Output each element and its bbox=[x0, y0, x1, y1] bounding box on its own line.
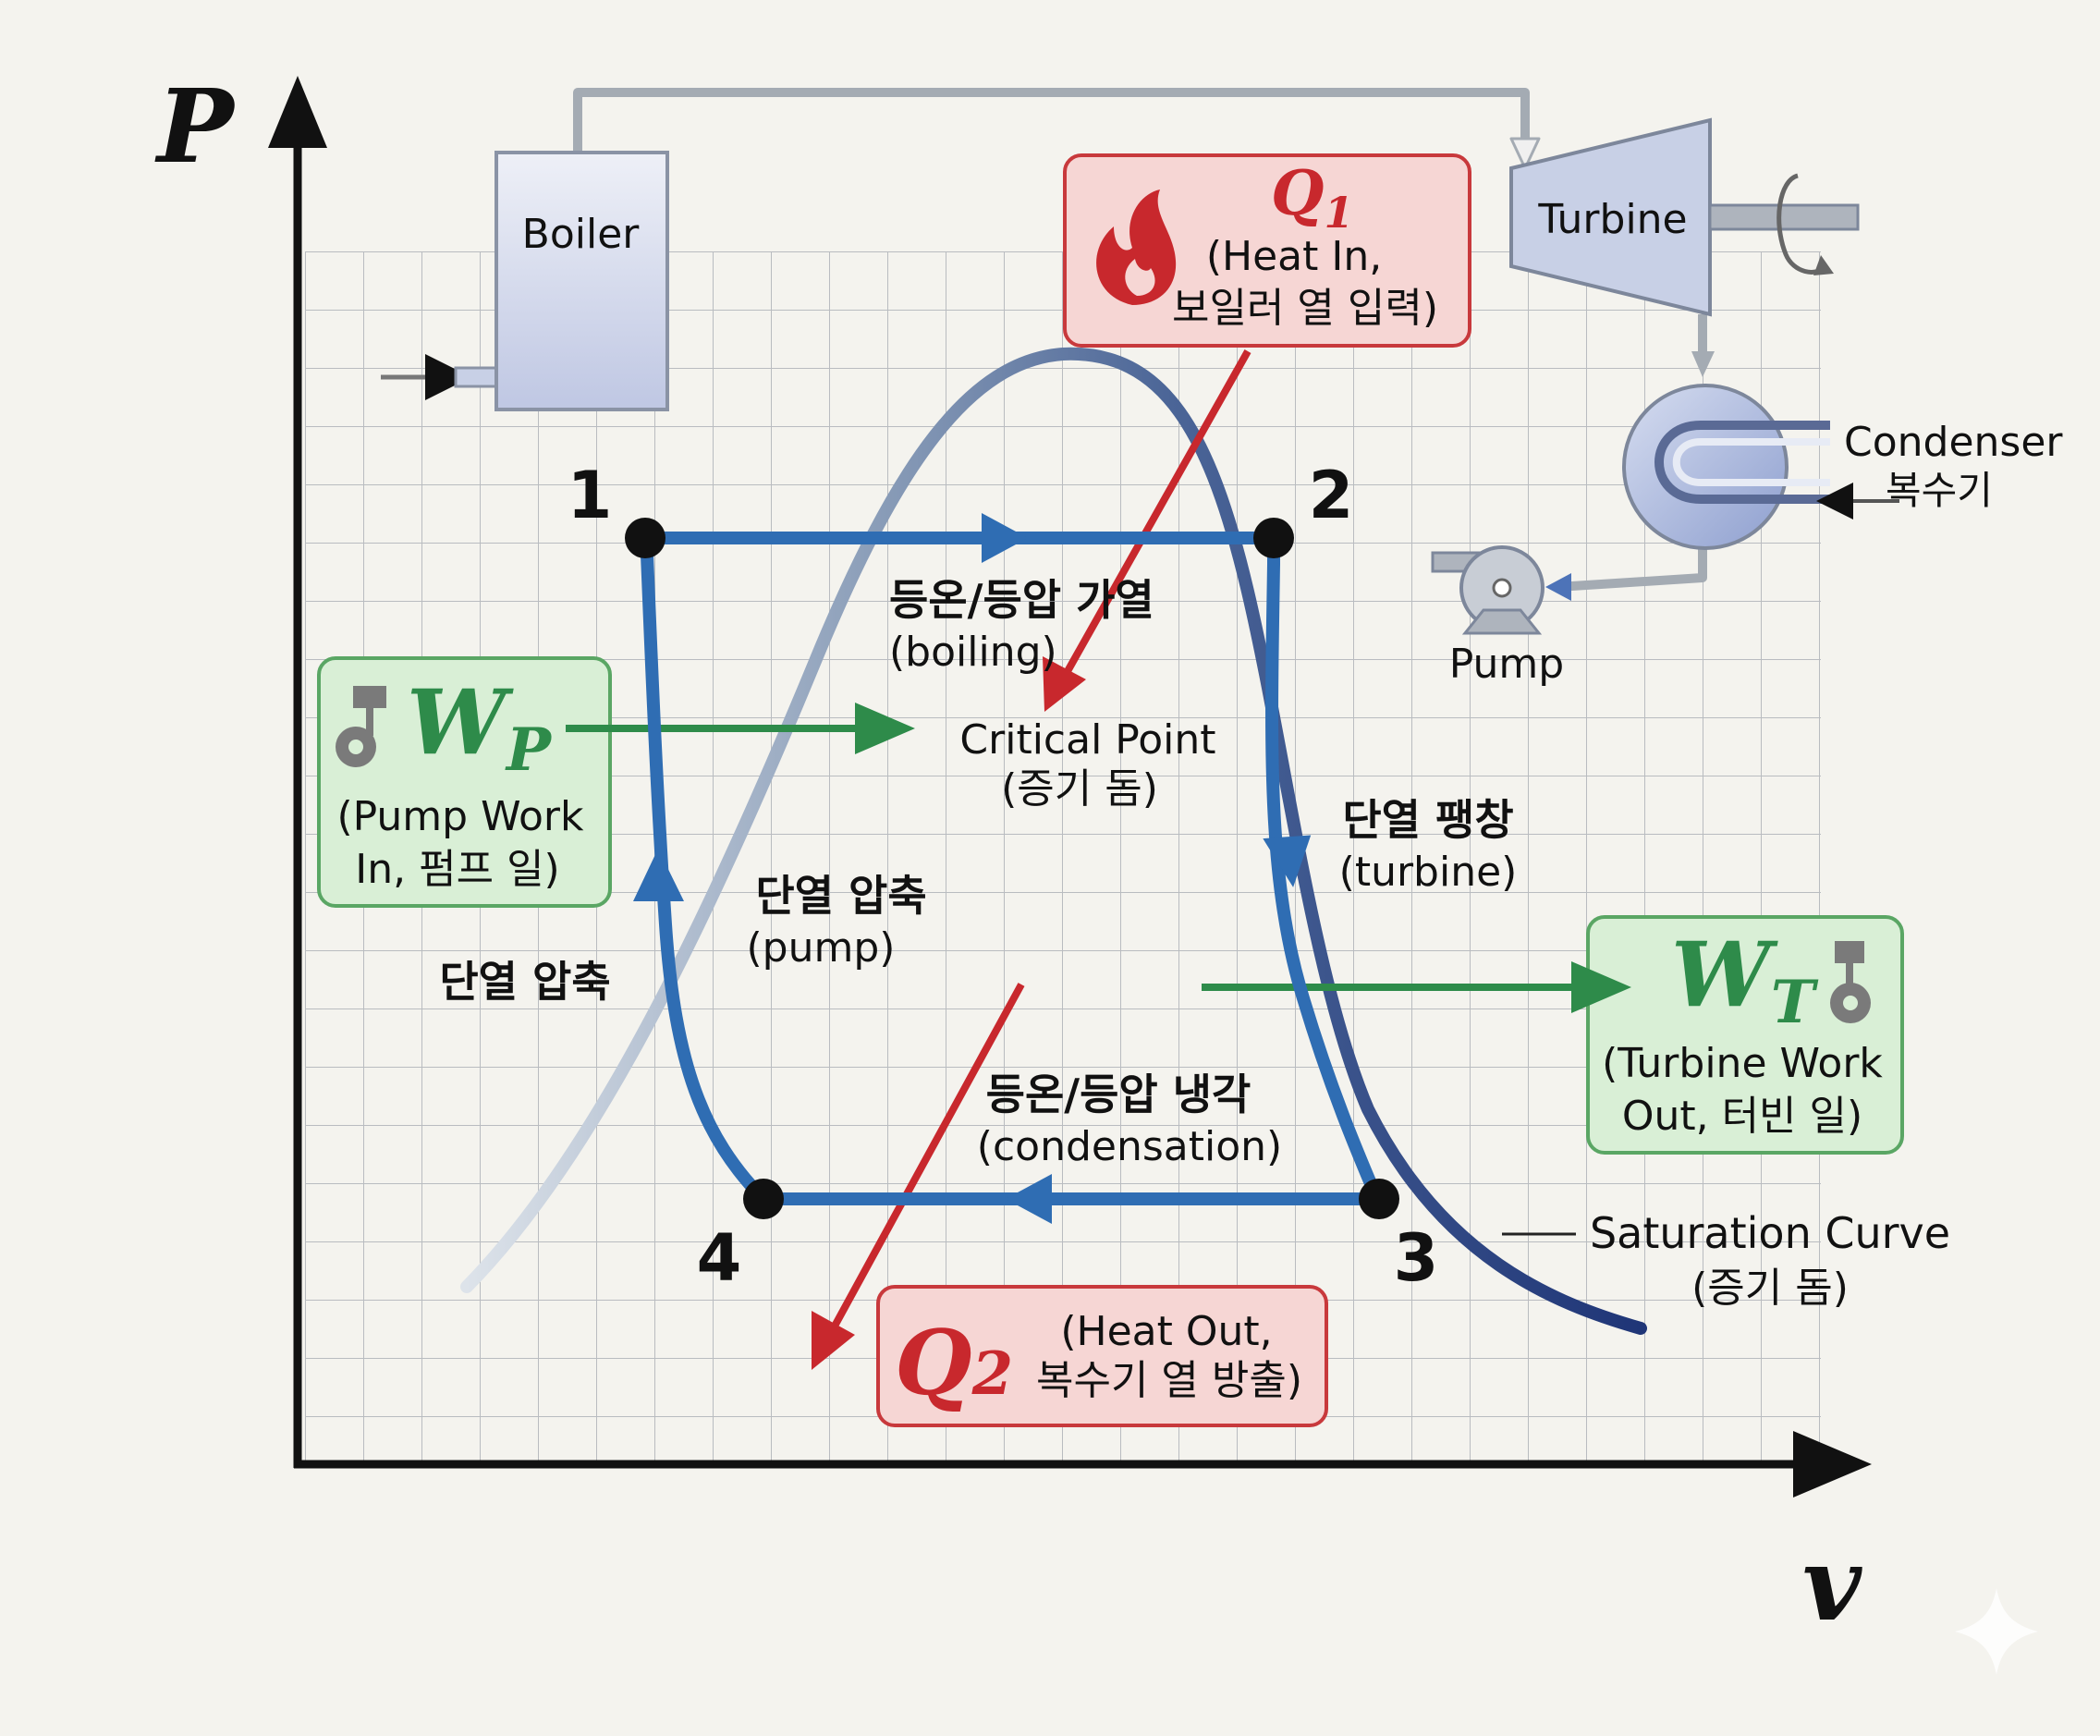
critical-point-label: Critical Point bbox=[959, 716, 1215, 764]
wt-arrow bbox=[1202, 961, 1631, 1013]
boiler-label: Boiler bbox=[522, 211, 641, 258]
wt-line1: (Turbine Work bbox=[1602, 1040, 1883, 1087]
saturation-curve-label: Saturation Curve bbox=[1590, 1208, 1950, 1258]
wp-line2: In, 펌프 일) bbox=[355, 846, 559, 893]
heating-label-en: (boiling) bbox=[889, 629, 1057, 676]
cycle-direction-arrows bbox=[633, 513, 1312, 1224]
sparkle-watermark-icon bbox=[1955, 1588, 2038, 1675]
q2-symbol: Q2 bbox=[895, 1311, 1013, 1415]
heating-label-ko: 등온/등압 가열 bbox=[889, 575, 1154, 625]
q1-box bbox=[1063, 153, 1471, 348]
saturation-curve-sub: (증기 돔) bbox=[1691, 1265, 1849, 1312]
q1-line1: (Heat In, bbox=[1206, 233, 1382, 280]
wp-symbol: WP bbox=[407, 670, 553, 785]
pump bbox=[1431, 545, 1544, 635]
state-label-3: 3 bbox=[1394, 1220, 1439, 1296]
piston-gear-icon bbox=[1830, 941, 1871, 1023]
condenser-label-ko: 복수기 bbox=[1886, 468, 1993, 513]
q1-arrow bbox=[1043, 349, 1251, 712]
turbine-label: Turbine bbox=[1537, 196, 1687, 243]
saturation-curve bbox=[460, 347, 1647, 1335]
wp-arrow bbox=[566, 703, 915, 754]
wt-box bbox=[1586, 915, 1904, 1155]
state-point-2 bbox=[1253, 518, 1294, 558]
q2-arrow bbox=[812, 983, 1025, 1370]
q2-line1: (Heat Out, bbox=[1060, 1308, 1272, 1355]
expansion-label-ko: 단열 팽창 bbox=[1342, 795, 1513, 845]
wp-box bbox=[317, 656, 612, 908]
state-points bbox=[625, 518, 1399, 1219]
axes bbox=[268, 76, 1872, 1498]
state-point-3 bbox=[1359, 1179, 1399, 1219]
expansion-label-en: (turbine) bbox=[1339, 849, 1518, 896]
cooling-label-ko: 등온/등압 냉각 bbox=[986, 1070, 1251, 1119]
x-axis-label: v bbox=[1802, 1524, 1862, 1644]
state-label-1: 1 bbox=[568, 458, 613, 533]
process-4-1 bbox=[641, 548, 770, 1205]
cooling-label-en: (condensation) bbox=[977, 1123, 1282, 1170]
q1-symbol: Q1 bbox=[1271, 157, 1354, 238]
rankine-cycle bbox=[639, 532, 1384, 1205]
condenser bbox=[1622, 384, 1830, 550]
wt-line2: Out, 터빈 일) bbox=[1622, 1093, 1862, 1140]
wt-symbol: WT bbox=[1671, 923, 1819, 1037]
rotation-icon bbox=[1776, 173, 1827, 275]
q2-box bbox=[876, 1285, 1328, 1427]
turbine bbox=[1509, 117, 1712, 317]
plant-piping bbox=[573, 88, 1715, 601]
q1-line2: 보일러 열 입력) bbox=[1172, 285, 1438, 332]
condenser-label: Condenser bbox=[1844, 419, 2063, 466]
boiler-inlet-pipe bbox=[454, 366, 499, 388]
q2-line2: 복수기 열 방출) bbox=[1036, 1357, 1302, 1404]
y-axis-label: P bbox=[154, 67, 237, 186]
wp-line1: (Pump Work bbox=[336, 793, 584, 840]
flame-icon bbox=[1096, 189, 1177, 305]
critical-point-sub: (증기 돔) bbox=[1001, 765, 1158, 813]
compression-label-left: 단열 압축 bbox=[439, 957, 610, 1007]
state-label-2: 2 bbox=[1309, 458, 1354, 533]
turbine-shaft bbox=[1708, 203, 1860, 231]
state-label-4: 4 bbox=[697, 1220, 742, 1296]
boiler bbox=[494, 151, 669, 411]
state-point-1 bbox=[625, 518, 665, 558]
pump-label: Pump bbox=[1449, 641, 1564, 688]
compression-label-ko: 단열 압축 bbox=[755, 871, 926, 921]
piston-gear-icon bbox=[336, 686, 386, 767]
state-point-4 bbox=[743, 1179, 784, 1219]
compression-label-en: (pump) bbox=[747, 924, 896, 972]
process-2-3 bbox=[1265, 532, 1384, 1205]
